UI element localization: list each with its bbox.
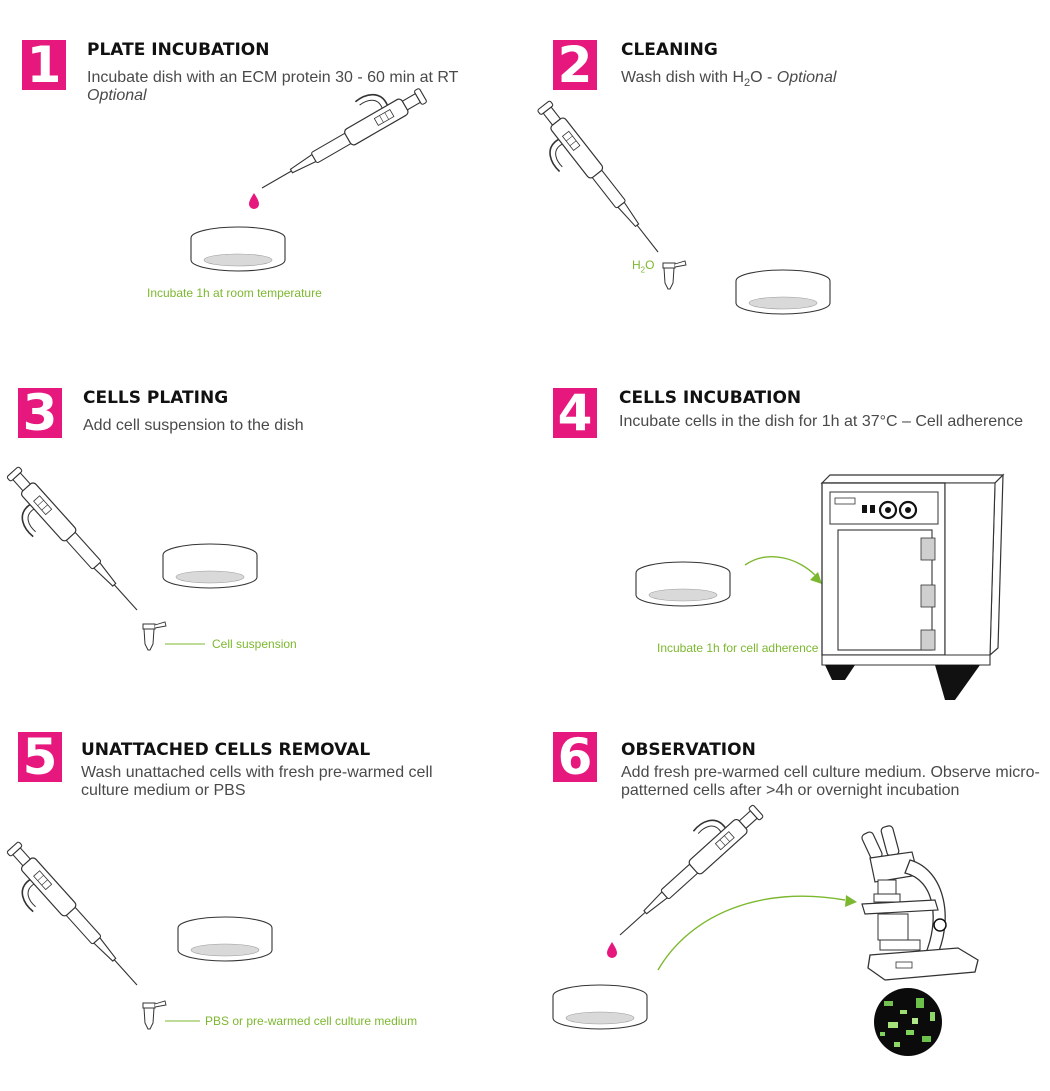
droplet-icon — [249, 193, 259, 209]
step-label-2: H2O — [632, 258, 654, 274]
tube-icon — [142, 621, 167, 651]
step-label-3: Cell suspension — [212, 637, 297, 651]
step-desc-1-optional: Optional — [87, 87, 147, 104]
step-desc-6-line2: patterned cells after >4h or overnight i… — [621, 782, 960, 799]
step-title-2: CLEANING — [621, 40, 718, 60]
step-desc-1: Incubate dish with an ECM protein 30 - 6… — [87, 69, 458, 105]
petri-dish-icon — [735, 269, 831, 315]
arrowhead-icon — [810, 572, 822, 584]
pipette-icon — [0, 839, 145, 1005]
step-number-3: 3 — [18, 388, 62, 438]
step-number-5: 5 — [18, 732, 62, 782]
step-desc-6-line1: Add fresh pre-warmed cell culture medium… — [621, 764, 1040, 781]
h2o-label-o: O — [645, 258, 655, 272]
step-desc-4: Incubate cells in the dish for 1h at 37°… — [619, 413, 1023, 430]
petri-dish-icon — [190, 226, 286, 272]
arrow-icon — [744, 556, 816, 576]
step-number-6: 6 — [553, 732, 597, 782]
h2o-label-sub: 2 — [640, 265, 646, 275]
arrowhead-icon — [845, 895, 857, 907]
step-desc-2-sub: 2 — [744, 77, 751, 90]
step-desc-2-optional: Optional — [776, 69, 837, 86]
step-desc-5-line2: culture medium or PBS — [81, 782, 246, 799]
cell-micrograph-icon — [874, 988, 942, 1056]
step-desc-6: Add fresh pre-warmed cell culture medium… — [621, 764, 1040, 800]
tube-icon — [662, 260, 687, 290]
step-title-3: CELLS PLATING — [83, 388, 229, 408]
pipette-icon — [600, 788, 766, 943]
step-desc-2: Wash dish with H2O - Optional — [621, 69, 836, 92]
arrow-icon — [657, 895, 846, 971]
step-desc-2-mid: O - — [750, 69, 777, 86]
step-desc-3: Add cell suspension to the dish — [83, 417, 304, 434]
step-title-6: OBSERVATION — [621, 740, 756, 760]
step-label-5: PBS or pre-warmed cell culture medium — [205, 1014, 418, 1028]
step-label-4: Incubate 1h for cell adherence — [657, 641, 819, 655]
pipette-icon — [0, 464, 145, 630]
pipette-icon — [246, 69, 429, 197]
microscope-icon — [861, 825, 979, 981]
tube-icon — [142, 1000, 167, 1030]
step-title-1: PLATE INCUBATION — [87, 40, 270, 60]
step-number-2: 2 — [553, 40, 597, 90]
step-desc-2-prefix: Wash dish with H — [621, 69, 744, 86]
step-number-1: 1 — [22, 40, 66, 90]
step-label-1: Incubate 1h at room temperature — [147, 286, 322, 300]
h2o-label-h: H — [632, 258, 641, 272]
droplet-icon — [607, 942, 617, 958]
step-desc-5: Wash unattached cells with fresh pre-war… — [81, 764, 433, 800]
step-title-5: UNATTACHED CELLS REMOVAL — [81, 740, 371, 760]
petri-dish-icon — [162, 543, 258, 589]
incubator-icon — [820, 473, 1005, 700]
pipette-icon — [520, 99, 666, 271]
step-desc-5-line1: Wash unattached cells with fresh pre-war… — [81, 764, 433, 781]
step-desc-1-line1: Incubate dish with an ECM protein 30 - 6… — [87, 69, 459, 86]
petri-dish-icon — [552, 984, 648, 1030]
petri-dish-icon — [635, 561, 731, 607]
petri-dish-icon — [177, 916, 273, 962]
step-number-4: 4 — [553, 388, 597, 438]
step-title-4: CELLS INCUBATION — [619, 388, 802, 408]
